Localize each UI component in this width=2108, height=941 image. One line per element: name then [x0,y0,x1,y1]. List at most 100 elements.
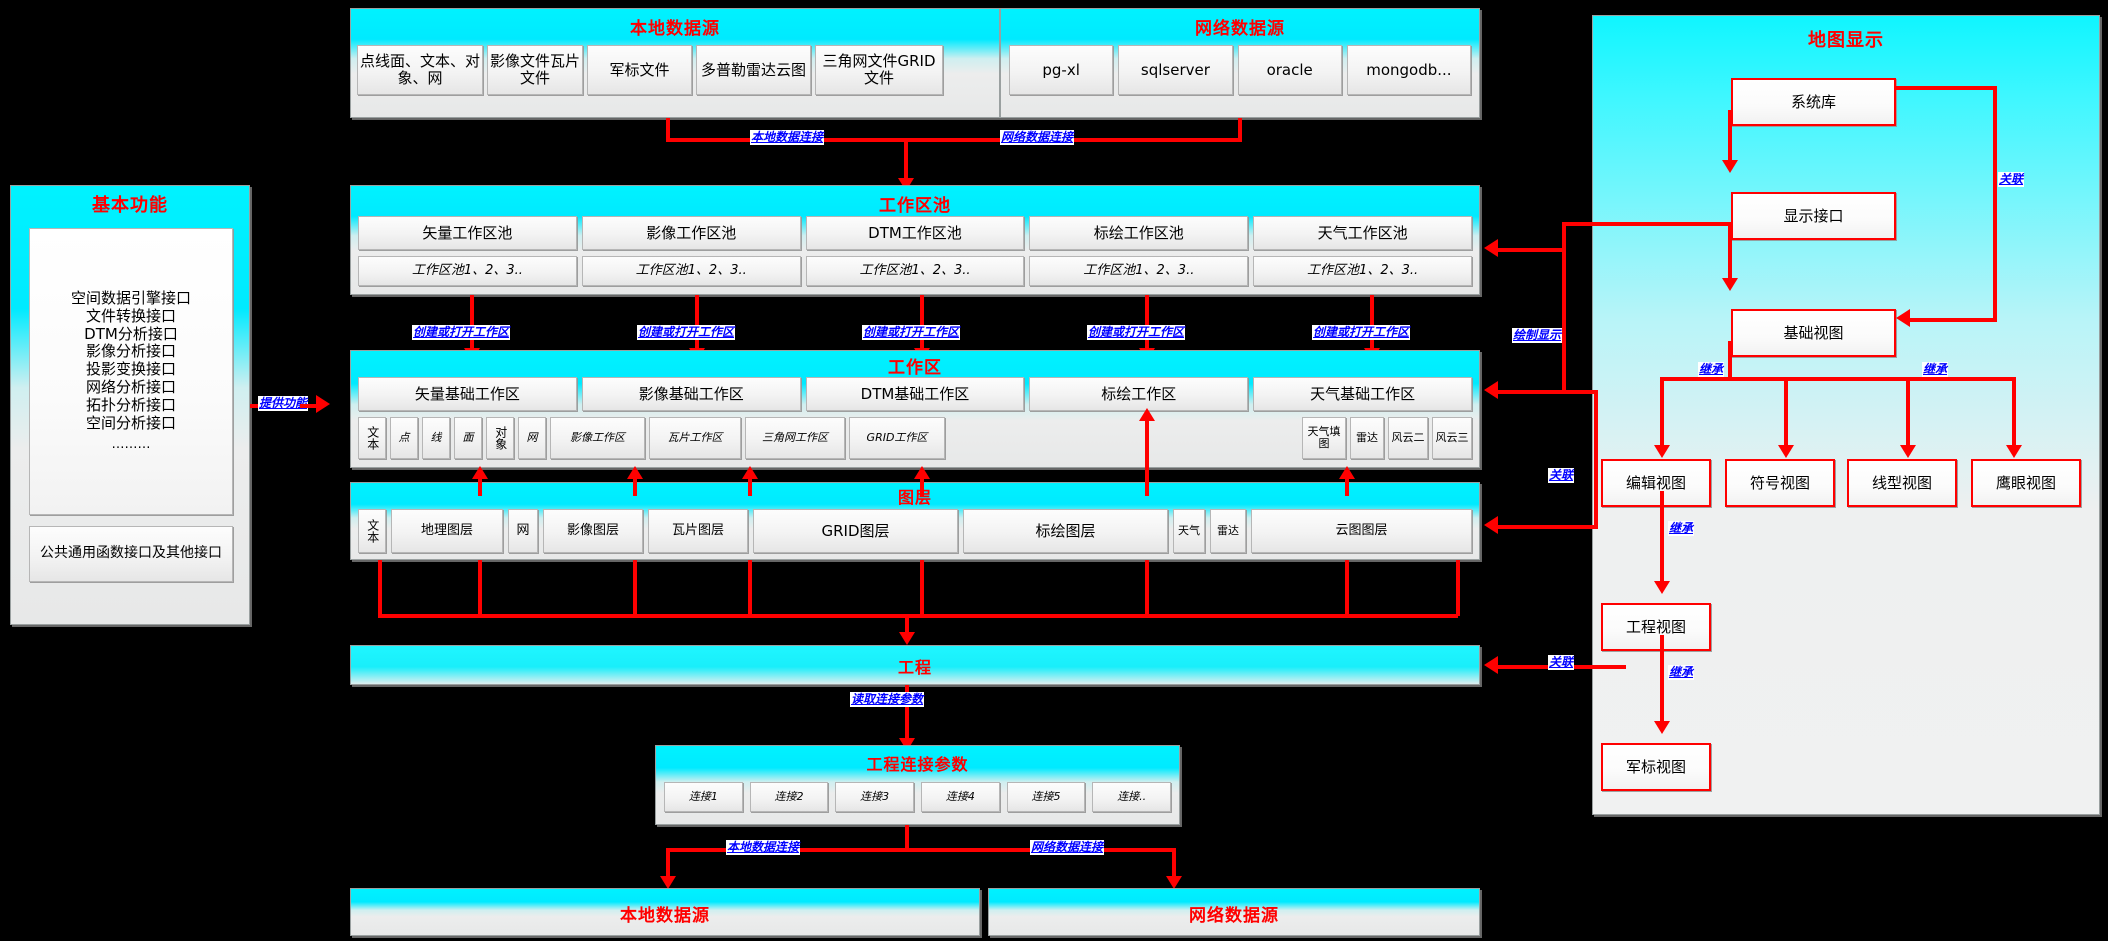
connection-item[interactable]: 连接2 [749,782,829,812]
node-military-view[interactable]: 军标视图 [1601,743,1711,791]
network-source-item[interactable]: sqlserver [1118,45,1233,95]
layer-item[interactable]: GRID图层 [753,509,958,553]
workspace-sub[interactable]: 风云二 [1388,417,1428,459]
edge-label-network-connect: 网络数据连接 [1000,130,1075,145]
connector-params-left-down [666,848,670,878]
node-line-view[interactable]: 线型视图 [1847,459,1957,507]
local-source-item[interactable]: 军标文件 [587,45,692,95]
workspace-sub[interactable]: 面 [454,417,482,459]
mapconn-inh-3 [1906,377,1910,447]
workspace-sub[interactable]: 线 [422,417,450,459]
workspace-base[interactable]: DTM基础工作区 [805,377,1025,411]
pool-instance[interactable]: 工作区池1、2、3.. [1029,256,1249,286]
connection-item[interactable]: 连接5 [1006,782,1086,812]
arrow-inherit-edit [1654,445,1670,458]
edge-label-create-2: 创建或打开工作区 [637,325,736,340]
local-data-source-panel: 本地数据源 点线面、文本、对象、网 影像文件瓦片文件 军标文件 多普勒雷达云图 … [350,8,1000,118]
pool-instance[interactable]: 工作区池1、2、3.. [581,256,801,286]
arrow-to-pool-left [1484,239,1498,257]
arrow-inherit-eagle [2006,445,2022,458]
common-interface-box[interactable]: 公共通用函数接口及其他接口 [29,526,233,582]
workspace-sub[interactable]: GRID工作区 [849,417,945,459]
layer-item[interactable]: 地理图层 [391,509,503,553]
connection-item[interactable]: 连接1 [664,782,743,812]
connector-layer-up-4 [920,478,924,496]
arrow-layer-up-6 [1339,466,1355,479]
workspace-sub[interactable]: 对象 [486,417,514,459]
workspace-base[interactable]: 矢量基础工作区 [358,377,577,411]
workspace-sub[interactable]: 雷达 [1350,417,1384,459]
edge-label-create-3: 创建或打开工作区 [862,325,961,340]
connection-item[interactable]: 连接.. [1092,782,1172,812]
edge-label-create-1: 创建或打开工作区 [412,325,511,340]
workspace-base[interactable]: 标绘工作区 [1029,377,1249,411]
workspace-sub[interactable]: 风云三 [1432,417,1472,459]
arrow-edit-to-proj [1654,581,1670,594]
local-source-item[interactable]: 点线面、文本、对象、网 [357,45,483,95]
layer-item[interactable]: 云图图层 [1251,509,1472,553]
node-system-lib[interactable]: 系统库 [1731,78,1896,126]
arrow-assoc-project [1484,656,1498,674]
network-source-item[interactable]: mongodb... [1346,45,1471,95]
pool-instance[interactable]: 工作区池1、2、3.. [1253,256,1472,286]
mapconn-inherit-bus [1660,377,2014,381]
local-source-item[interactable]: 影像文件瓦片文件 [487,45,583,95]
node-project-view[interactable]: 工程视图 [1601,603,1711,651]
network-source-item[interactable]: oracle [1237,45,1342,95]
edge-label-bottom-local: 本地数据连接 [726,840,801,855]
workspace-title: 工作区 [888,358,942,378]
arrow-provide [316,395,330,413]
pool-item[interactable]: 矢量工作区池 [358,216,577,250]
arrow-layer-up-5 [1139,408,1155,421]
workspace-pool-panel: 工作区池 矢量工作区池 影像工作区池 DTM工作区池 标绘工作区池 天气工作区池… [350,185,1480,295]
edge-label-read-params: 读取连接参数 [850,692,925,707]
pool-item[interactable]: DTM工作区池 [805,216,1025,250]
bottom-local-source-panel: 本地数据源 [350,888,980,936]
project-title: 工程 [897,658,932,677]
node-edit-view[interactable]: 编辑视图 [1601,459,1711,507]
pool-item[interactable]: 标绘工作区池 [1029,216,1249,250]
project-riser-1 [478,560,482,616]
arrow-assoc-layer [1484,516,1498,534]
layer-item[interactable]: 网 [508,509,538,553]
workspace-sub[interactable]: 瓦片工作区 [649,417,741,459]
local-source-item[interactable]: 三角网文件GRID文件 [815,45,943,95]
mapconn-disp-to-base [1728,224,1732,280]
workspace-base[interactable]: 影像基础工作区 [581,377,801,411]
layer-item[interactable]: 雷达 [1210,509,1246,553]
node-symbol-view[interactable]: 符号视图 [1725,459,1835,507]
project-connection-panel: 工程连接参数 连接1 连接2 连接3 连接4 连接5 连接.. [655,745,1180,825]
node-display-interface[interactable]: 显示接口 [1731,192,1896,240]
workspace-sub[interactable]: 影像工作区 [550,417,645,459]
workspace-sub[interactable]: 三角网工作区 [745,417,845,459]
layer-item[interactable]: 瓦片图层 [648,509,748,553]
mapconn-assoc-h-bot [1910,318,1995,322]
workspace-base[interactable]: 天气基础工作区 [1253,377,1472,411]
workspace-sub[interactable]: 文本 [358,417,386,459]
workspace-sub[interactable]: 天气填图 [1302,417,1346,459]
workspace-sub[interactable]: 网 [518,417,546,459]
connector-provide-2 [300,404,318,408]
layer-item[interactable]: 影像图层 [543,509,643,553]
network-source-item[interactable]: pg-xl [1009,45,1114,95]
interface-item: 影像分析接口 [85,342,176,361]
connection-item[interactable]: 连接4 [921,782,1000,812]
pool-item[interactable]: 影像工作区池 [581,216,801,250]
mapconn-proj-to-mil [1660,635,1664,723]
node-eagle-view[interactable]: 鹰眼视图 [1971,459,2081,507]
edge-label-inherit-2: 继承 [1922,362,1949,377]
workspace-sub[interactable]: 点 [390,417,418,459]
pool-item[interactable]: 天气工作区池 [1253,216,1472,250]
connection-item[interactable]: 连接3 [835,782,915,812]
local-source-item[interactable]: 多普勒雷达云图 [696,45,811,95]
connector-params-down [905,825,909,850]
pool-instance[interactable]: 工作区池1、2、3.. [358,256,577,286]
connector-read-params [905,685,909,740]
pool-instance[interactable]: 工作区池1、2、3.. [805,256,1025,286]
layer-item[interactable]: 标绘图层 [963,509,1168,553]
layer-item[interactable]: 文本 [358,509,386,553]
node-base-view[interactable]: 基础视图 [1731,309,1896,357]
layer-item[interactable]: 天气 [1173,509,1205,553]
project-riser-3 [748,560,752,616]
interface-item: 拓扑分析接口 [85,395,176,414]
